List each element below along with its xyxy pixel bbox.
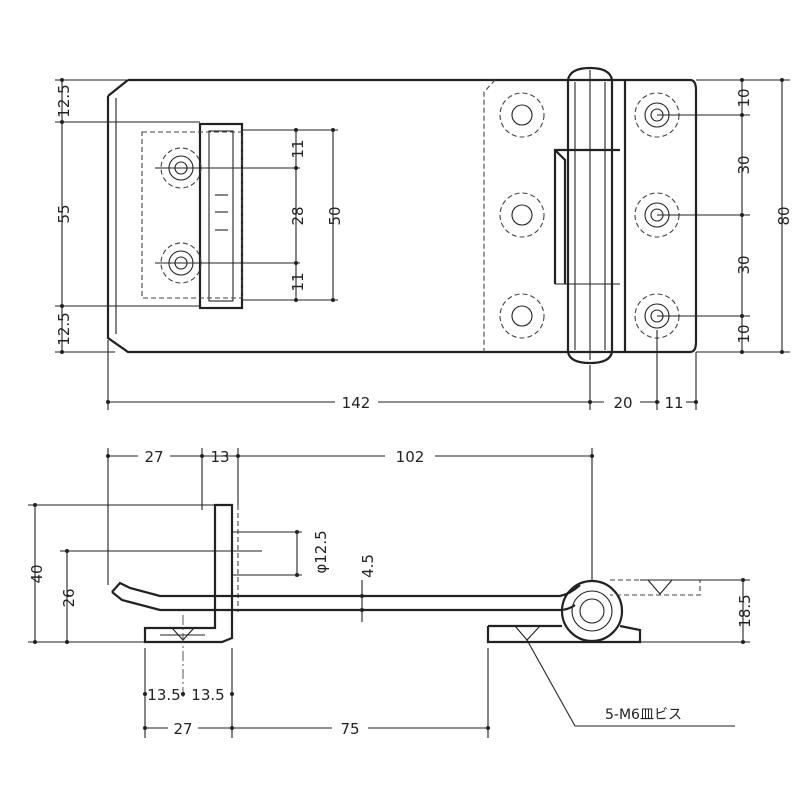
hasp-tongue: [553, 148, 620, 284]
hasp-profile-top: [111, 581, 581, 598]
dim-right-top: 10: [735, 88, 753, 107]
dim-top-102: 102: [396, 448, 425, 466]
dim-bottom-13-5-a: 13.5: [147, 686, 180, 704]
dim-right-bottom: 10: [735, 324, 753, 343]
dim-slot-span: 50: [326, 206, 344, 225]
dim-overall-height: 80: [775, 206, 793, 225]
dim-thickness: 4.5: [359, 554, 377, 578]
screw-callout: 5-M6皿ビス: [605, 707, 682, 723]
dim-height-26: 26: [60, 588, 78, 607]
dim-knuckle-height: 18.5: [736, 594, 754, 627]
dim-left-top: 12.5: [55, 84, 73, 117]
staple-slot: [198, 122, 244, 310]
dim-bottom-75: 75: [340, 720, 359, 738]
countersink-open: [647, 579, 673, 595]
dim-hole-offset: 11: [664, 394, 683, 412]
dim-height-40: 40: [28, 564, 46, 583]
countersink-hinge: [514, 625, 541, 641]
dim-bottom-27: 27: [173, 720, 192, 738]
dim-top-27: 27: [144, 448, 163, 466]
hinge-leaf-outline: [575, 78, 698, 354]
top-view: 12.5 55 12.5 11 28 11 50 10 30 30 10 80 …: [55, 66, 793, 412]
knuckle-outer: [560, 579, 624, 643]
dim-diameter: φ12.5: [312, 530, 330, 573]
dim-ticks: [60, 78, 784, 404]
knuckle-mid: [571, 590, 613, 632]
dim-left-middle: 55: [55, 204, 73, 223]
screw-leader: [526, 639, 735, 727]
dim-overall-length: 142: [342, 394, 371, 412]
hinge-leaf-hidden-edge: [483, 79, 496, 352]
dim-ticks-side: [33, 454, 745, 730]
hinge-hole-left-1: [499, 92, 545, 138]
knuckle-pin: [579, 598, 605, 624]
dim-top-13: 13: [210, 448, 229, 466]
hinge-hole-left-2: [499, 192, 545, 238]
dim-right-pitch-1: 30: [735, 155, 753, 174]
dim-slot-bottom: 11: [289, 272, 307, 291]
dim-leaf-width: 20: [613, 394, 632, 412]
dim-bottom-13-5-b: 13.5: [191, 686, 224, 704]
staple-inner: [208, 130, 234, 302]
staple-side: [143, 503, 234, 644]
staple-base-hidden: [141, 131, 243, 299]
hasp-profile-bottom: [111, 591, 576, 612]
dim-slot-top: 11: [289, 139, 307, 158]
dim-left-bottom: 12.5: [55, 312, 73, 345]
side-view: 27 13 102 40 26 φ12.5 4.5 18.5 13.5 13.5…: [28, 448, 754, 738]
hinge-knuckle: [566, 66, 614, 365]
hinge-hole-left-3: [499, 293, 545, 339]
dim-slot-pitch: 28: [289, 206, 307, 225]
hasp-plate-outline: [106, 78, 575, 354]
dim-right-pitch-2: 30: [735, 255, 753, 274]
